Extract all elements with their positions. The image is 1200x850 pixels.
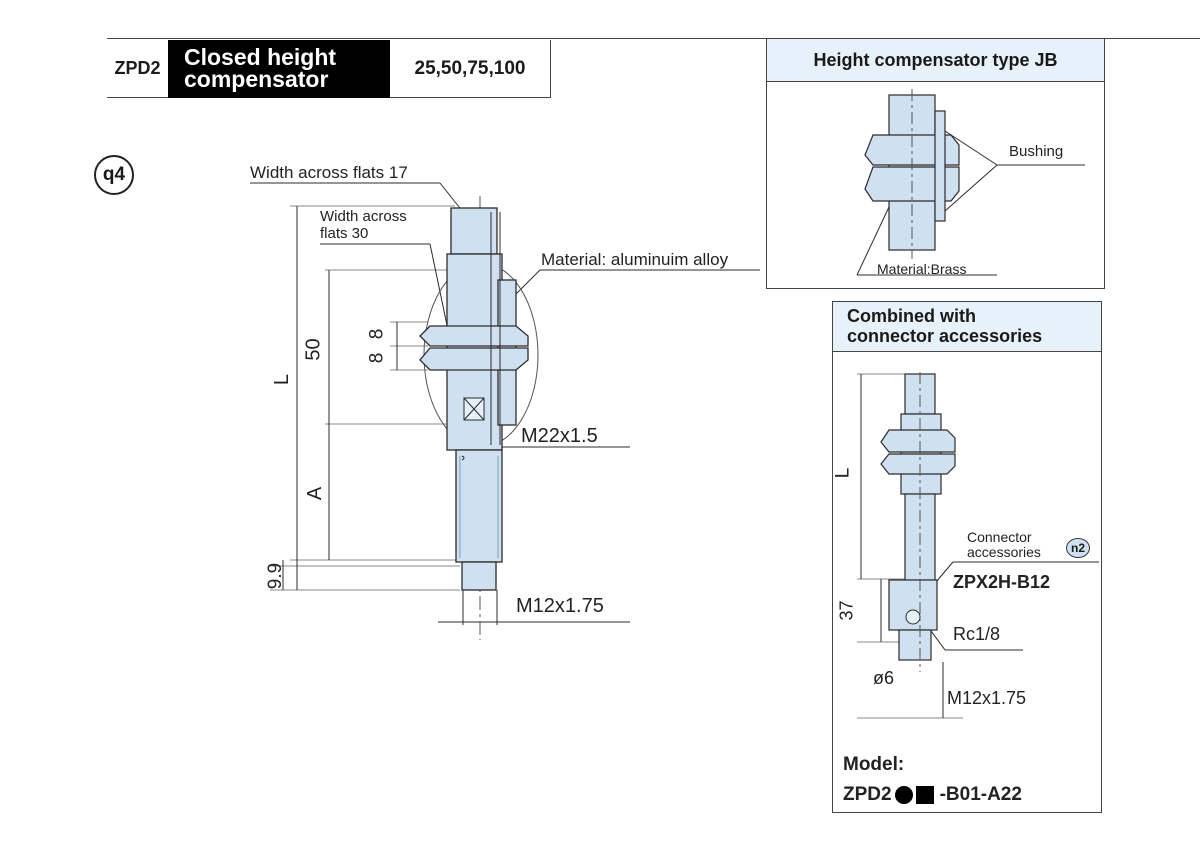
- dim-9-9: 9.9: [265, 562, 287, 590]
- dim-A: A: [304, 486, 327, 501]
- label-port: Rc1/8: [953, 624, 1001, 644]
- header-rule: [107, 38, 1200, 39]
- model-prefix: ZPD2: [843, 784, 892, 805]
- model-suffix: -B01-A22: [939, 784, 1022, 805]
- jb-panel: Height compensator type JB Bushing Mater…: [766, 38, 1105, 289]
- reference-mark: q4: [94, 155, 134, 195]
- label-connector-line2: accessories: [967, 544, 1041, 560]
- jb-panel-title: Height compensator type JB: [767, 39, 1104, 82]
- label-diameter: ø6: [873, 668, 895, 688]
- header-model: ZPD2: [107, 40, 168, 98]
- model-circle-placeholder: [894, 786, 913, 804]
- label-flats-17: Width across flats 17: [250, 163, 408, 182]
- connector-panel-title: Combined with connector accessories: [833, 302, 1101, 352]
- connector-panel-title-line1: Combined with: [847, 306, 976, 326]
- label-bushing: Bushing: [1009, 143, 1064, 160]
- label-material-aluminium: Material: aluminuim alloy: [541, 250, 729, 269]
- header-title: Closed height compensator: [168, 40, 390, 98]
- label-flats-30-line2: flats 30: [320, 225, 369, 242]
- connector-drawing: [857, 372, 1099, 719]
- header-title-line1: Closed height: [184, 44, 337, 70]
- dim-8-b: 8: [366, 352, 388, 364]
- label-thread-m12: M12x1.75: [516, 595, 604, 617]
- label-connector-accessories: Connector accessories: [967, 530, 1041, 560]
- dim-50: 50: [302, 338, 325, 361]
- label-flats-30-line1: Width across: [320, 208, 407, 225]
- jb-drawing: [856, 89, 1085, 276]
- connector-panel: Combined with connector accessories: [832, 301, 1102, 813]
- connector-panel-title-line2: connector accessories: [847, 326, 1043, 346]
- label-material-brass: Material:Brass: [877, 261, 967, 277]
- note-mark-n2: n2: [1066, 538, 1090, 558]
- model-square-placeholder: [915, 786, 934, 804]
- label-thread-m22: M22x1.5: [521, 425, 598, 447]
- dim-8-a: 8: [366, 328, 388, 340]
- label-connector-model: ZPX2H-B12: [953, 572, 1051, 592]
- conn-dim-L: L: [832, 467, 854, 479]
- model-code: ZPD2 -B01-A22: [843, 784, 1022, 806]
- label-conn-thread: M12x1.75: [947, 688, 1027, 708]
- label-connector-line1: Connector: [967, 529, 1032, 545]
- label-model: Model:: [843, 754, 905, 775]
- header-title-line2: compensator: [184, 66, 329, 92]
- label-flats-30: Width across flats 30: [320, 208, 407, 242]
- header-strokes: 25,50,75,100: [390, 40, 551, 98]
- dim-L: L: [271, 373, 294, 386]
- conn-dim-37: 37: [836, 600, 857, 621]
